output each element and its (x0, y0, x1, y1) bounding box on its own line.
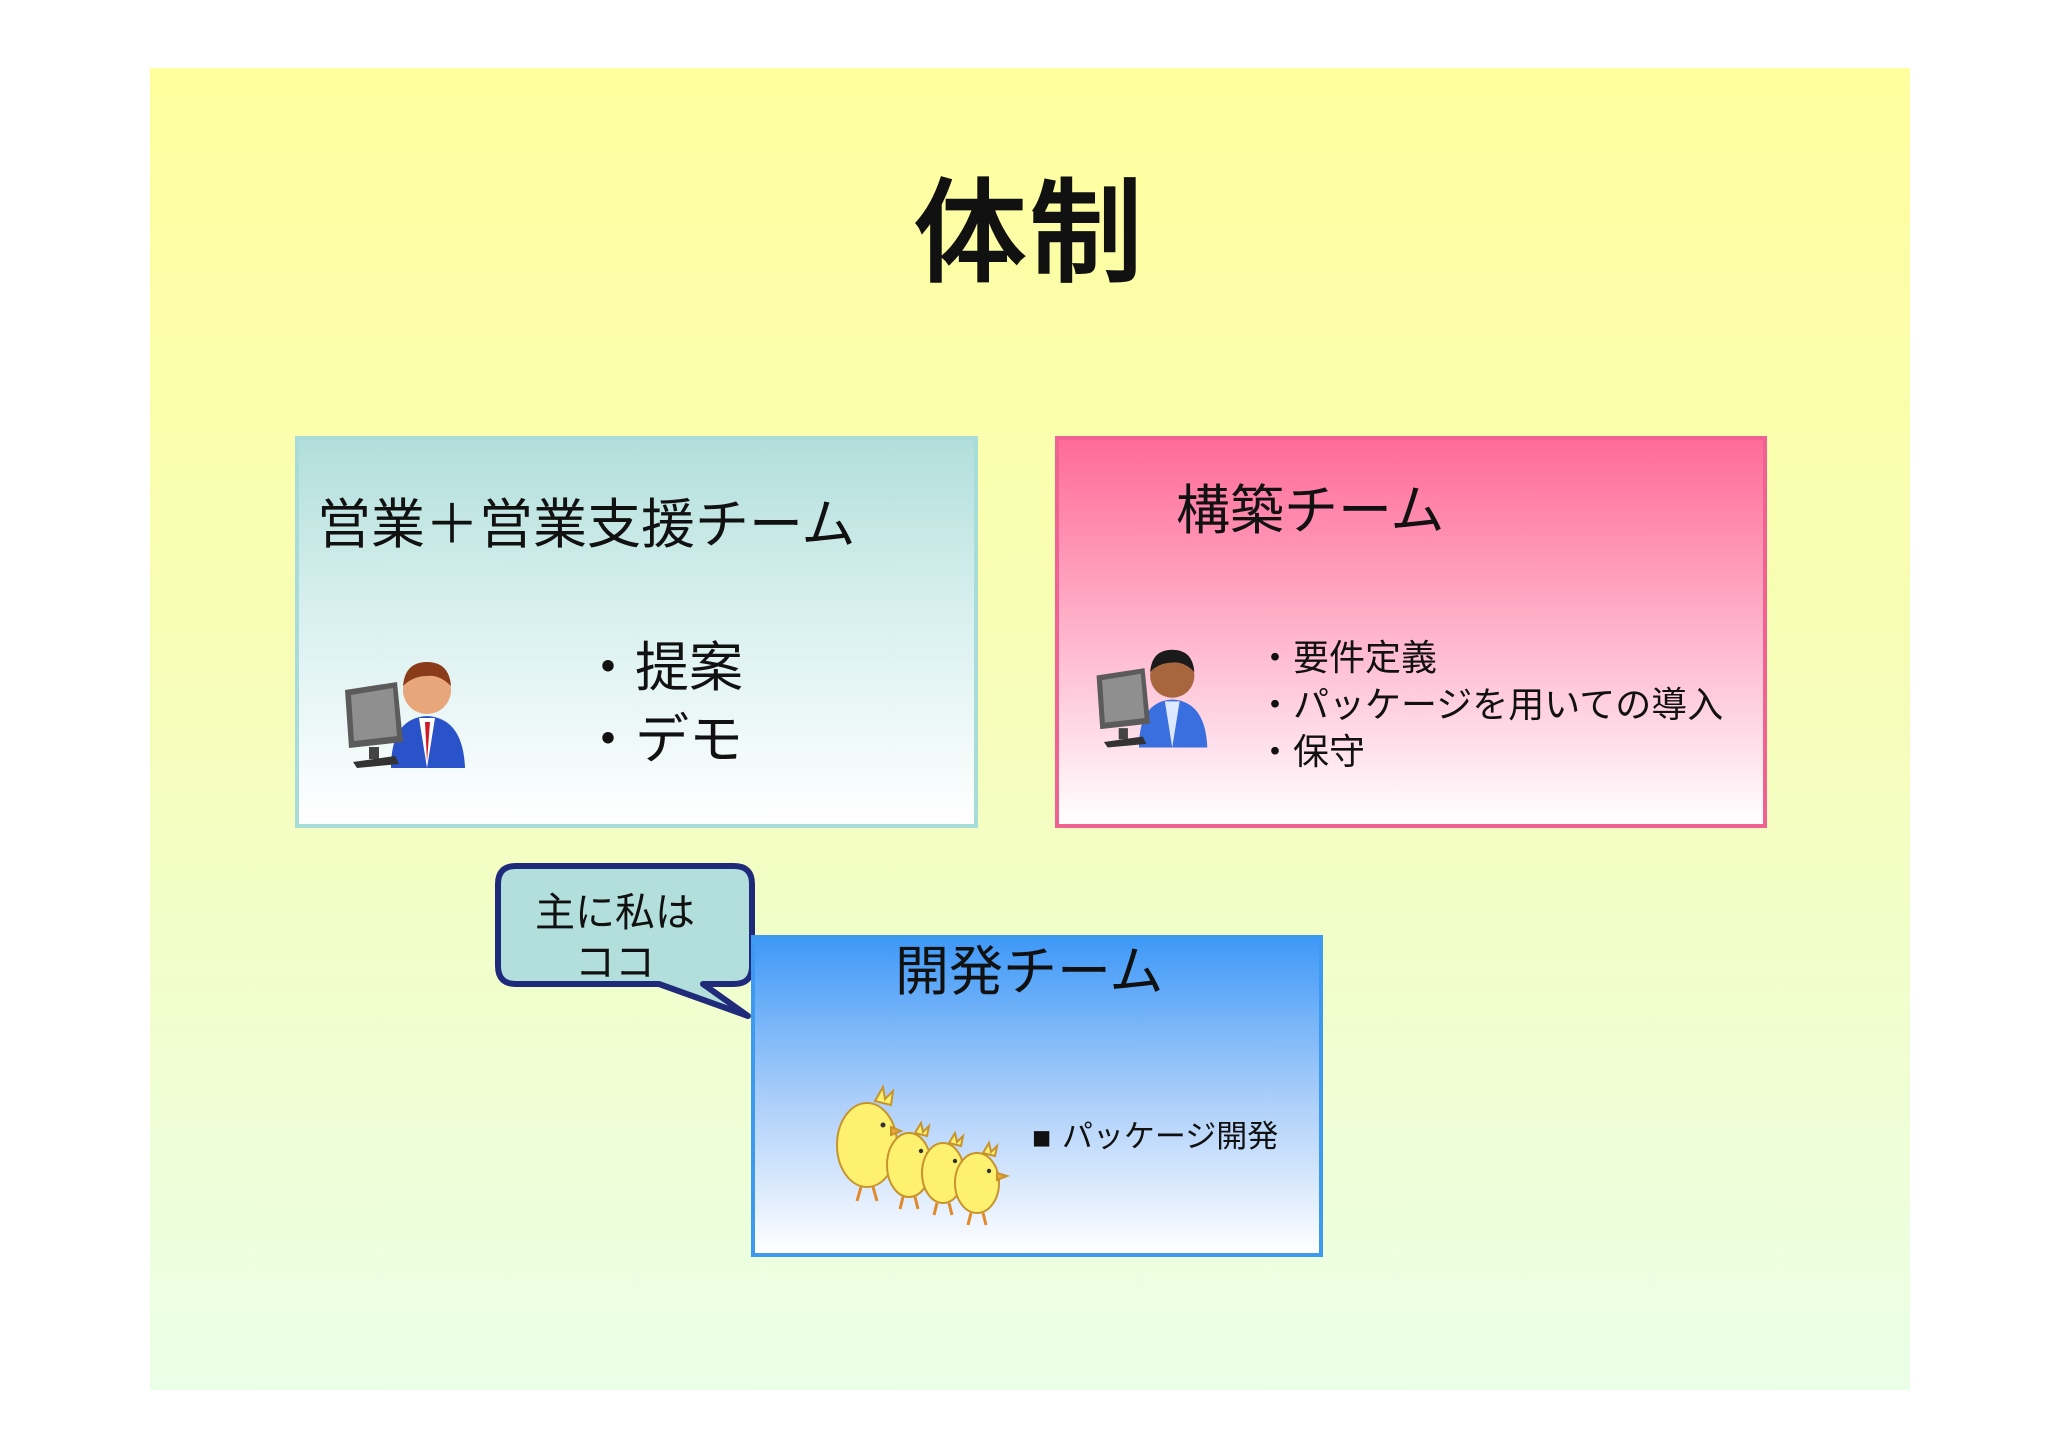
build-team-box: 構築チーム ・要件定義 ・パッケージを用いての導入 ・保守 (1055, 436, 1767, 828)
chicks-icon (836, 1084, 1011, 1226)
page-title: 体制 (914, 169, 1146, 299)
sales-team-box: 営業＋営業支援チーム ・提案 ・デモ (295, 436, 978, 828)
callout-text: 主に私は ココ (502, 888, 728, 988)
dev-team-heading: 開発チーム (895, 940, 1164, 1003)
dev-team-items: ▪ パッケージ開発 (1031, 1117, 1278, 1157)
dev-team-box: 開発チーム (751, 935, 1323, 1257)
list-item: ・デモ (581, 708, 743, 771)
computer-user-icon (1096, 649, 1208, 748)
build-team-heading: 構築チーム (1176, 479, 1445, 542)
callout-line-1: 主に私は (535, 890, 695, 936)
sales-team-items: ・提案 ・デモ (581, 632, 743, 776)
slide: 体制 営業＋営業支援チーム ・提案 ・デモ 構築チーム (150, 68, 1910, 1390)
sales-team-heading: 営業＋営業支援チーム (317, 493, 856, 556)
speech-callout (495, 863, 755, 1019)
list-item: ▪ パッケージ開発 (1031, 1119, 1279, 1155)
list-item: ・保守 (1257, 732, 1366, 773)
list-item: ・パッケージを用いての導入 (1257, 685, 1724, 726)
computer-user-icon (345, 662, 465, 768)
list-item: ・要件定義 (1257, 638, 1438, 679)
build-team-items: ・要件定義 ・パッケージを用いての導入 ・保守 (1257, 635, 1723, 776)
list-item: ・提案 (581, 636, 743, 699)
callout-line-2: ココ (575, 940, 655, 986)
